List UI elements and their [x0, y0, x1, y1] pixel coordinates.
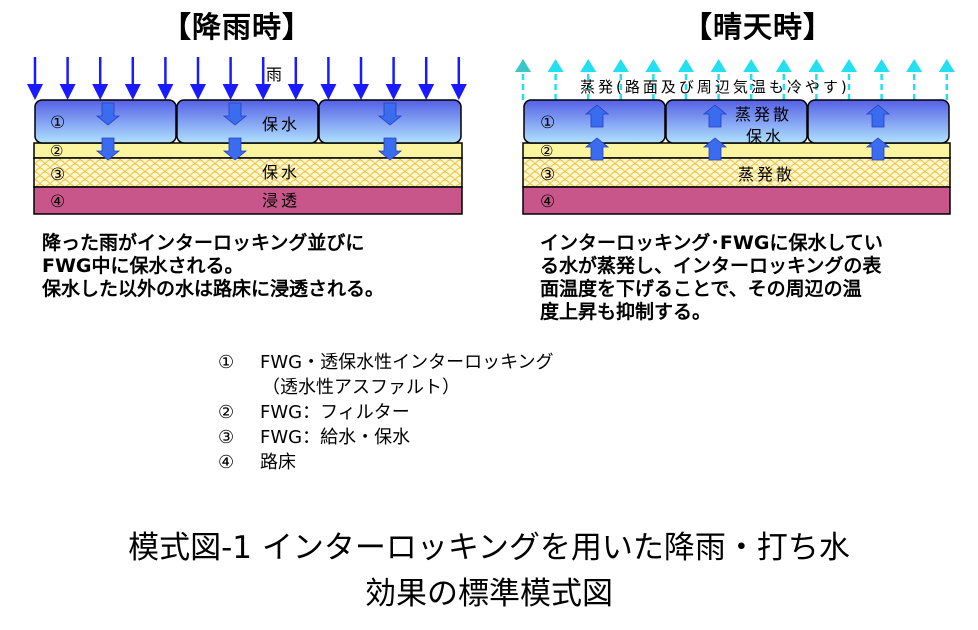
sunny-description: インターロッキング･FWGに保水してい る水が蒸発し、インターロッキングの表 面…: [540, 232, 883, 323]
evaporation-arrow-head: [580, 59, 597, 72]
rain-arrow-head: [353, 84, 369, 100]
rain-arrow-head: [450, 84, 467, 100]
diagram-canvas: 雨 ① ② ③ ④ 保水 保水 浸透 蒸発(路面及び周辺気温も冷やす) ① ② …: [27, 57, 955, 215]
down-arrow: [222, 137, 248, 161]
evaporation-label: 蒸発(路面及び周辺気温も冷やす): [580, 78, 850, 96]
rain-layer4-label: 浸透: [262, 191, 300, 210]
rain-panel-title: 【降雨時】: [162, 10, 313, 44]
sunny-panel-title: 【晴天時】: [683, 10, 834, 44]
rain-arrow-head: [92, 84, 109, 100]
rain-arrow-head: [27, 84, 43, 100]
up-arrow: [702, 137, 728, 161]
layer-legend: ① FWG・透保水性インターロッキング （透水性アスファルト） ② FWG：フィ…: [218, 350, 554, 475]
rain-layer-number-4: ④: [50, 192, 65, 212]
sunny-layer-number-2: ②: [540, 142, 553, 160]
up-arrow: [584, 137, 610, 161]
upward-flow-arrows: [584, 104, 891, 161]
figure-caption-line-1: 模式図-1 インターロッキングを用いた降雨・打ち水: [128, 530, 850, 566]
evaporation-arrow-head: [710, 59, 727, 72]
rain-layer-number-2: ②: [50, 142, 63, 160]
sunny-interlocking-block: [665, 99, 808, 144]
rain-description: 降った雨がインターロッキング並びに FWG中に保水される。 保水した以外の水は路…: [42, 232, 385, 300]
sunny-layer3-label: 蒸発散: [738, 165, 795, 184]
rain-layer3-label: 保水: [262, 163, 300, 182]
legend-text: FWG：フィルター: [260, 402, 410, 423]
rain-arrow-head: [255, 84, 272, 100]
evaporation-arrow-head: [612, 59, 629, 72]
legend-text: FWG・透保水性インターロッキング: [260, 352, 554, 373]
evaporation-arrow-head: [743, 59, 760, 72]
rain-block-label: 保水: [262, 115, 300, 134]
down-arrow: [222, 102, 248, 126]
figure-caption-line-2: 効果の標準模式図: [365, 576, 613, 612]
infiltration-arrows: [95, 102, 403, 161]
rain-arrow-head: [190, 84, 206, 100]
legend-number: ②: [218, 402, 235, 423]
rain-arrow-head: [385, 84, 402, 100]
evaporation-arrow-head: [873, 59, 890, 72]
legend-text: FWG：給水・保水: [260, 427, 411, 448]
sunny-block-label-evapotranspiration: 蒸発散: [735, 105, 792, 124]
sunny-layer-number-1: ①: [540, 113, 555, 133]
rain-arrow-head: [418, 84, 435, 100]
rain-layer-3-water-retention: [33, 157, 463, 188]
legend-number: ③: [218, 427, 235, 448]
evaporation-arrow-head: [906, 59, 923, 72]
evaporation-arrow-head: [678, 59, 694, 72]
rain-arrow-head: [287, 84, 304, 100]
evaporation-arrow-head: [808, 59, 825, 72]
evaporation-arrow-head: [645, 59, 662, 72]
rain-arrow-head: [59, 84, 76, 100]
rain-diagram: [27, 57, 467, 215]
rain-layer-4-subgrade: [33, 186, 463, 215]
rain-arrows: [27, 57, 467, 100]
sunny-layer-number-4: ④: [540, 192, 555, 212]
sunny-layer-3-water-retention: [522, 157, 951, 188]
down-arrow: [95, 102, 121, 126]
evaporation-arrow-head: [775, 59, 792, 72]
evaporation-arrow-head: [841, 59, 857, 72]
rain-interlocking-block: [176, 99, 319, 144]
down-arrow: [377, 137, 403, 161]
sunny-layer-number-3: ③: [540, 165, 555, 185]
evaporation-arrow-head: [938, 59, 955, 72]
legend-number: ①: [218, 352, 235, 373]
sunny-diagram: [515, 59, 955, 215]
up-arrow: [865, 137, 891, 161]
up-arrow: [584, 104, 610, 128]
up-arrow: [702, 104, 728, 128]
rain-layer-2-filter: [33, 142, 463, 159]
evaporation-arrow-head: [515, 59, 531, 72]
legend-item-3: ③ FWG：給水・保水: [218, 425, 554, 450]
rain-arrow-head: [157, 84, 174, 100]
legend-number: ④: [218, 452, 235, 473]
legend-item-4: ④ 路床: [218, 450, 554, 475]
legend-item-2: ② FWG：フィルター: [218, 400, 554, 425]
rain-arrow-head: [124, 84, 141, 100]
rain-label: 雨: [266, 65, 282, 84]
sunny-layer-4-subgrade: [522, 186, 951, 215]
legend-text: 路床: [260, 452, 296, 473]
evaporation-arrow-head: [547, 59, 564, 72]
sunny-block-label-retention: 保水: [746, 127, 784, 146]
down-arrow: [377, 102, 403, 126]
rain-layer-number-3: ③: [50, 165, 65, 185]
rain-layer-number-1: ①: [50, 113, 65, 133]
rain-arrow-head: [320, 84, 337, 100]
evaporation-arrows: [515, 59, 955, 100]
up-arrow: [865, 104, 891, 128]
down-arrow: [95, 137, 121, 161]
rain-arrow-head: [222, 84, 239, 100]
legend-item-1-sub: （透水性アスファルト）: [262, 377, 460, 398]
legend-item-1: ① FWG・透保水性インターロッキング: [218, 350, 554, 375]
